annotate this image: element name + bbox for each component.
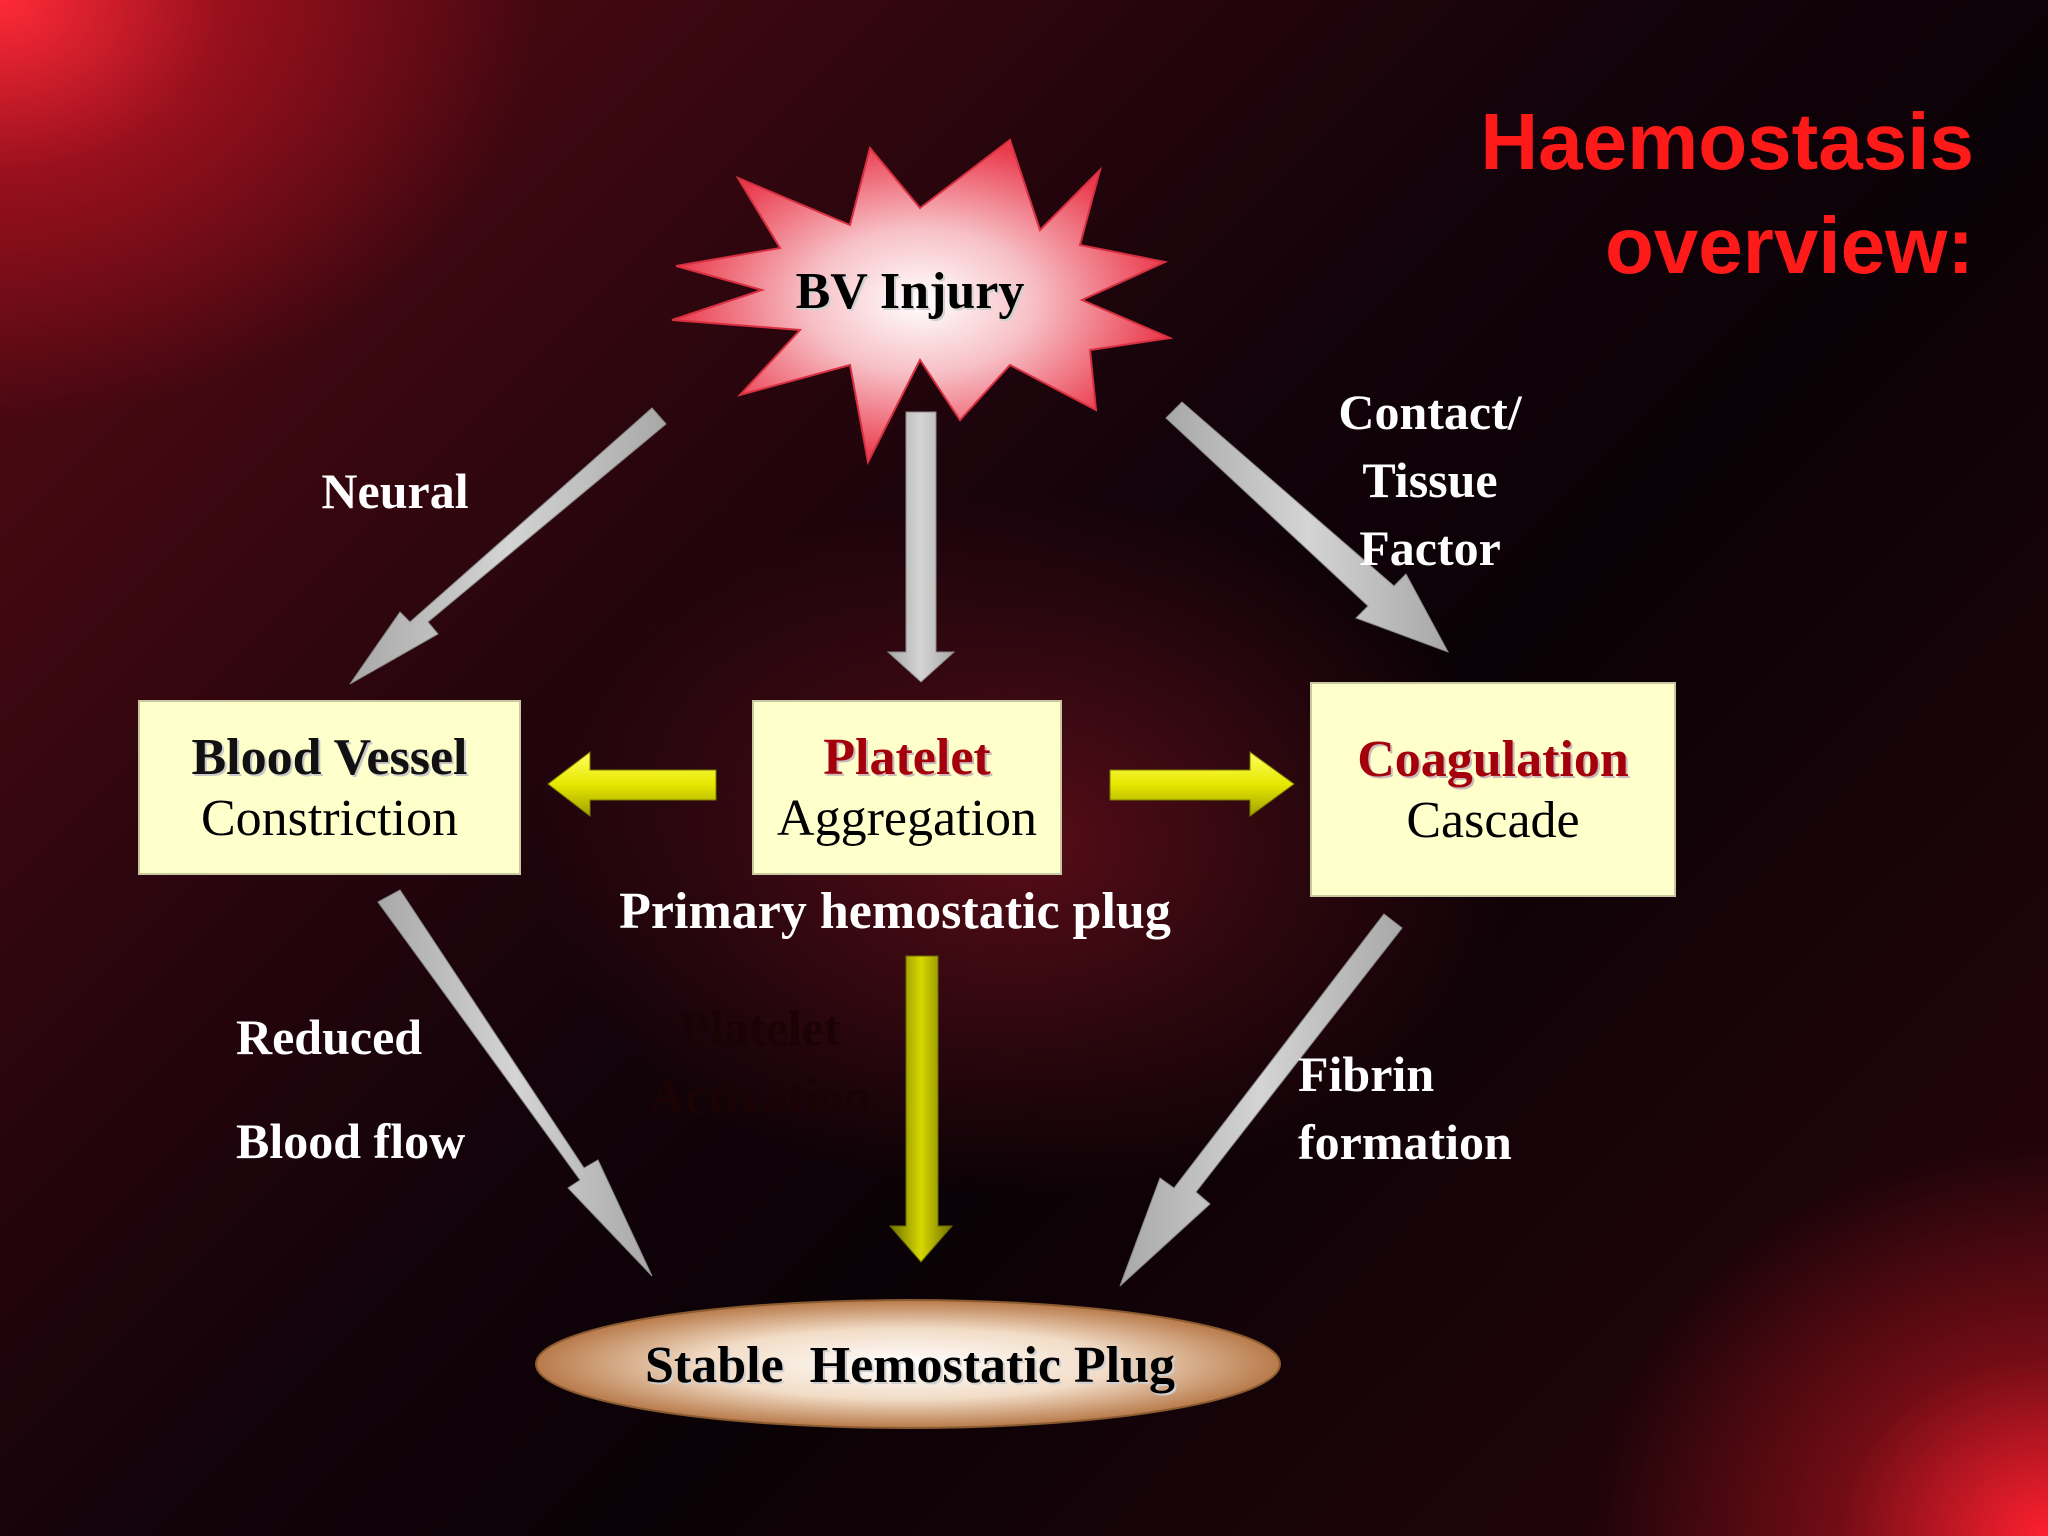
arrow-coagulation-to-plug	[1119, 913, 1403, 1287]
label-blood-flow: Blood flow	[236, 1113, 466, 1169]
label-contact-line2: Tissue	[1362, 452, 1498, 508]
coagulation-box: Coagulation Cascade	[1310, 682, 1676, 897]
arrow-platelet-to-coagulation	[1109, 751, 1295, 817]
label-primary-plug: Primary hemostatic plug	[619, 883, 1171, 940]
injury-label: BV Injury	[795, 263, 1025, 320]
label-fibrin-formation: Fibrin formation	[1298, 1040, 1578, 1176]
platelet-title: Platelet	[823, 729, 991, 786]
blood-vessel-box: Blood Vessel Constriction	[138, 700, 521, 875]
arrow-platelet-to-vessel	[547, 750, 717, 818]
platelet-subtitle: Aggregation	[777, 790, 1037, 847]
blood-vessel-subtitle: Constriction	[200, 790, 459, 847]
platelet-box: Platelet Aggregation	[752, 700, 1062, 875]
label-contact-line3: Factor	[1359, 520, 1501, 576]
label-fibrin-line1: Fibrin	[1298, 1046, 1435, 1102]
label-neural: Neural	[321, 463, 469, 519]
label-platelet-activation: Platelet Activation	[620, 994, 900, 1130]
label-fibrin-line2: formation	[1298, 1114, 1512, 1170]
label-contact-tissue-factor: Contact/ Tissue Factor	[1300, 378, 1560, 582]
label-contact-line1: Contact/	[1338, 384, 1522, 440]
coagulation-title: Coagulation	[1357, 731, 1629, 788]
arrow-platelet-activation	[888, 955, 954, 1263]
page-title: Haemostasis overview:	[1480, 90, 1974, 298]
arrow-injury-to-vessel	[349, 407, 667, 685]
title-line-2: overview:	[1604, 201, 1974, 290]
label-reduced: Reduced	[236, 1009, 423, 1065]
plug-ellipse	[535, 1299, 1281, 1429]
plug-label: Stable Hemostatic Plug	[644, 1337, 1176, 1394]
arrow-injury-to-coagulation	[1165, 401, 1450, 653]
title-line-1: Haemostasis	[1480, 97, 1974, 186]
coagulation-subtitle: Cascade	[1406, 792, 1580, 849]
blood-vessel-title: Blood Vessel	[191, 729, 468, 786]
arrow-vessel-to-plug	[377, 889, 653, 1277]
label-activation-line2: Activation	[648, 1068, 872, 1124]
arrow-injury-to-platelet	[886, 411, 956, 683]
injury-starburst	[671, 138, 1174, 466]
label-activation-line1: Platelet	[679, 1000, 841, 1056]
